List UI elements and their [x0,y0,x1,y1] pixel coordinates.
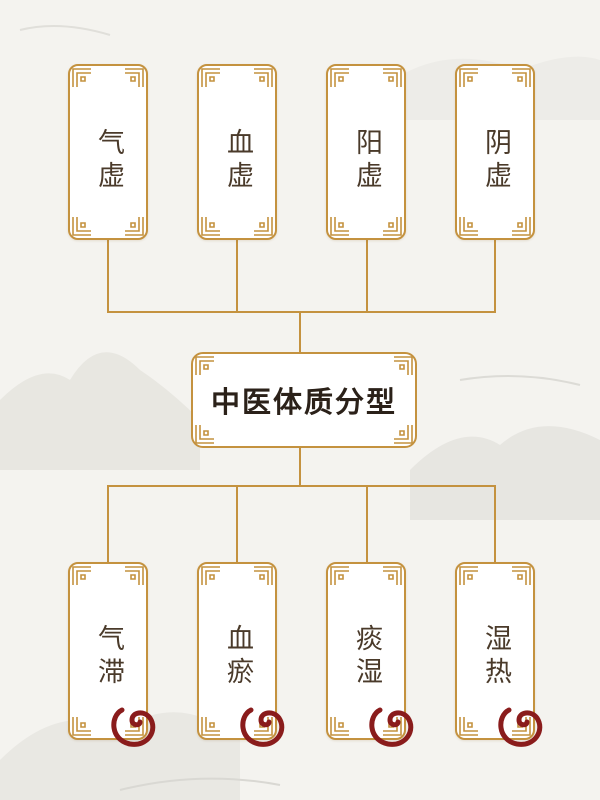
fret-corner-icon [394,356,413,375]
center-title-card: 中医体质分型 [191,352,417,448]
fret-corner-icon [201,717,220,736]
type-label: 血瘀 [222,624,253,690]
fret-corner-icon [383,217,402,236]
fret-corner-icon [459,68,478,87]
fret-corner-icon [330,566,349,585]
fret-corner-icon [459,217,478,236]
swirl-icon [369,707,414,747]
fret-corner-icon [383,68,402,87]
type-card-qi-xu: 气虚 [68,64,148,240]
fret-corner-icon [512,68,531,87]
type-label: 痰湿 [351,624,382,690]
type-card-shi-re: 湿热 [455,562,535,740]
fret-corner-icon [195,425,214,444]
fret-corner-icon [459,717,478,736]
fret-corner-icon [330,217,349,236]
fret-corner-icon [254,68,273,87]
fret-corner-icon [72,217,91,236]
type-label: 阳虚 [351,128,382,194]
type-label: 气虚 [93,128,124,194]
type-card-yin-xu: 阴虚 [455,64,535,240]
fret-corner-icon [125,217,144,236]
type-label: 阴虚 [480,128,511,194]
fret-corner-icon [394,425,413,444]
swirl-icon [240,707,285,747]
diagram-title: 中医体质分型 [210,385,397,419]
fret-corner-icon [201,566,220,585]
fret-corner-icon [72,68,91,87]
fret-corner-icon [512,217,531,236]
type-label: 血虚 [222,128,253,194]
fret-corner-icon [72,717,91,736]
fret-corner-icon [72,566,91,585]
type-card-xue-xu: 血虚 [197,64,277,240]
fret-corner-icon [201,68,220,87]
fret-corner-icon [195,356,214,375]
fret-corner-icon [125,68,144,87]
fret-corner-icon [459,566,478,585]
fret-corner-icon [330,717,349,736]
type-card-qi-zhi: 气滞 [68,562,148,740]
swirl-icon [111,707,156,747]
fret-corner-icon [383,566,402,585]
fret-corner-icon [125,566,144,585]
fret-corner-icon [254,217,273,236]
swirl-icon [498,707,543,747]
fret-corner-icon [201,217,220,236]
type-card-tan-shi: 痰湿 [326,562,406,740]
fret-corner-icon [254,566,273,585]
fret-corner-icon [512,566,531,585]
type-card-yang-xu: 阳虚 [326,64,406,240]
type-label: 气滞 [93,624,124,690]
type-label: 湿热 [480,624,511,690]
type-card-xue-yu: 血瘀 [197,562,277,740]
fret-corner-icon [330,68,349,87]
